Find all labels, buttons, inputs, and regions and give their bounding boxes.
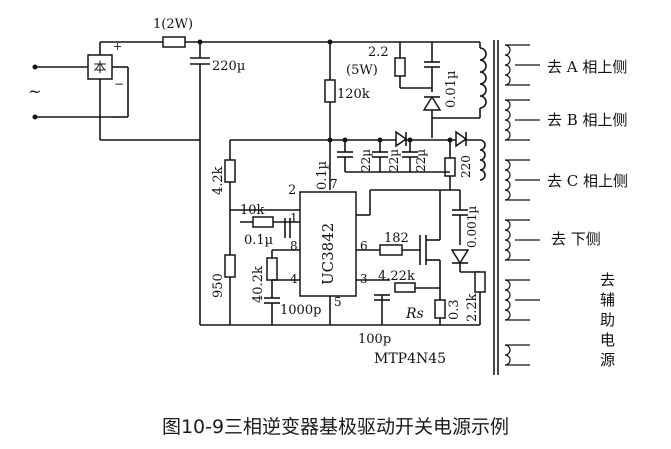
r-left-label: 4.2k [211,166,226,195]
ac-input: ~ [28,64,112,120]
out-aux-4: 源 [600,351,615,369]
secondary-windings [504,44,540,366]
aux-filter: 22µ 22µ 22µ 220 [337,130,486,190]
r-feedback-label: 10k [240,203,265,218]
r-snubber-power: (5W) [346,63,378,78]
r-startup: 120k [324,42,370,140]
svg-text:−: − [114,77,124,91]
ic-name: UC3842 [319,223,337,285]
r-timing-label: 40.2k [251,266,266,303]
c-timing-label: 1000p [280,303,321,318]
transformer-core [493,40,499,375]
c-input: 220µ [190,42,245,140]
transformer-primary [432,42,487,119]
ic-uc3842: UC3842 2 7 1 8 4 5 6 3 [288,177,368,309]
feedback-network: 950 10k 0.1µ 40.2k 1000p [211,203,321,325]
c-bottom-label: 100p [358,332,391,347]
pin-8: 8 [290,239,298,253]
out-aux-3: 电 [600,331,615,349]
pin-2: 2 [288,183,296,198]
r-snubber-value: 2.2 [368,45,389,60]
output-labels: 去 A 相上侧 去 B 相上侧 去 C 相上侧 去 下侧 去 辅 助 电 源 [547,58,628,369]
c-snubber-label: 0.01µ [444,71,459,108]
pin-7: 7 [330,177,338,191]
c-out1-label: 22µ [359,149,373,172]
c-out2-label: 22µ [387,149,401,172]
out-aux-0: 去 [600,271,615,289]
r-divider-label: 950 [211,273,226,298]
pin-6: 6 [360,239,368,253]
bridge-rectifier: 本 + − [87,40,129,140]
top-rail: 1(2W) [100,17,480,48]
drain-network: 0.001µ 2.2k [440,189,486,325]
out-aux-2: 助 [600,311,615,329]
ground-bus: 100p MTP4N45 [200,294,480,367]
r-startup-label: 120k [337,87,370,102]
ac-symbol: ~ [28,82,41,101]
out-lower-label: 去 下侧 [551,230,601,248]
svg-text:本: 本 [93,61,106,76]
out-aux-1: 辅 [600,291,615,309]
r-sense-label: Rs [405,306,424,322]
pin-3: 3 [360,272,368,286]
aux-rail: 4.2k 0.1µ [211,137,480,210]
c-comp-label: 0.1µ [244,233,273,248]
c-drain-label: 0.001µ [465,206,479,248]
pin-1: 1 [290,211,298,225]
r-sense-value-label: 0.3 [447,299,462,320]
c-input-label: 220µ [212,59,245,74]
svg-text:+: + [113,40,122,53]
pin-5: 5 [334,295,342,309]
out-c-label: 去 C 相上侧 [547,172,628,190]
out-b-label: 去 B 相上侧 [547,111,628,129]
c-decoupling-label: 0.1µ [315,161,330,190]
out-a-label: 去 A 相上侧 [547,58,627,76]
r-sense-filter-label: 4.22k [378,269,415,284]
r-input-label: 1(2W) [153,17,193,32]
c-out3-label: 22µ [414,149,428,172]
r-gate-label: 182 [384,231,409,246]
gate-drive: 182 4.22k Rs 0.3 [356,189,462,325]
figure-caption: 图10-9三相逆变器基极驱动开关电源示例 [161,416,510,438]
r-gate-pull-label: 2.2k [465,293,480,322]
snubber: 2.2 (5W) 0.01µ [346,42,459,138]
circuit-schematic: ~ 本 + − 1(2W) 220µ 120k [28,17,628,375]
pin-4: 4 [290,272,298,286]
mosfet-label: MTP4N45 [374,351,446,367]
r-load-label: 220 [459,155,473,178]
